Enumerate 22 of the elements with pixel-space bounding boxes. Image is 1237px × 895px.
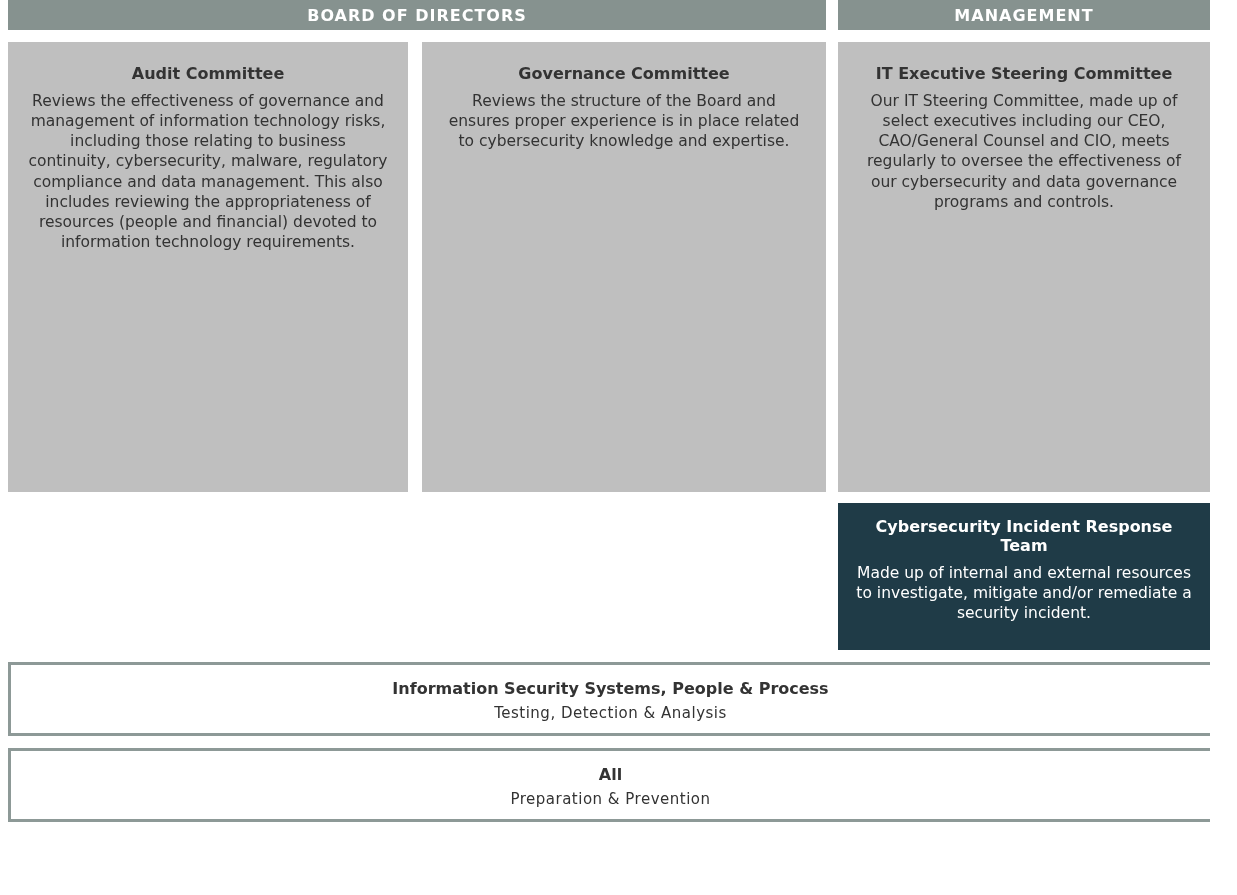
heading: Audit Committee xyxy=(130,64,286,83)
description: Our IT Steering Committee, made up of select executives including our CEO, CAO/General Counsel and CIO, meets regularly to oversee the effectiveness of our cybersecurity and data governance programs and controls. xyxy=(865,91,1183,212)
heading: Cybersecurity Incident Response Team xyxy=(874,517,1174,555)
heading: IT Executive Steering Committee xyxy=(874,64,1174,83)
team-panel xyxy=(838,503,1210,650)
heading: Governance Committee xyxy=(517,64,731,83)
description: Made up of internal and external resources to investigate, mitigate and/or remediate a security incident. xyxy=(855,563,1193,624)
header-text: MANAGEMENT xyxy=(954,5,1094,25)
heading: Information Security Systems, People & Process xyxy=(391,679,830,698)
committee-panel xyxy=(422,42,826,492)
header-band xyxy=(8,0,826,30)
committee-panel xyxy=(8,42,408,492)
header-band xyxy=(838,0,1210,30)
heading: All xyxy=(597,765,624,784)
layer-band xyxy=(8,748,1210,822)
layer-band xyxy=(8,662,1210,736)
description: Reviews the effectiveness of governance and management of information technology risks, including those relating to business continuity, cybersecurity, malware, regulatory compliance and data management. This also includes reviewing the appropriateness of resources (people and financial) devoted to information technology requirements. xyxy=(28,91,388,253)
header-text: BOARD OF DIRECTORS xyxy=(307,5,527,25)
committee-panel xyxy=(838,42,1210,492)
description: Reviews the structure of the Board and ensures proper experience is in place related to cybersecurity knowledge and expertise. xyxy=(447,91,801,152)
description: Testing, Detection & Analysis xyxy=(493,704,728,724)
description: Preparation & Prevention xyxy=(509,790,712,810)
